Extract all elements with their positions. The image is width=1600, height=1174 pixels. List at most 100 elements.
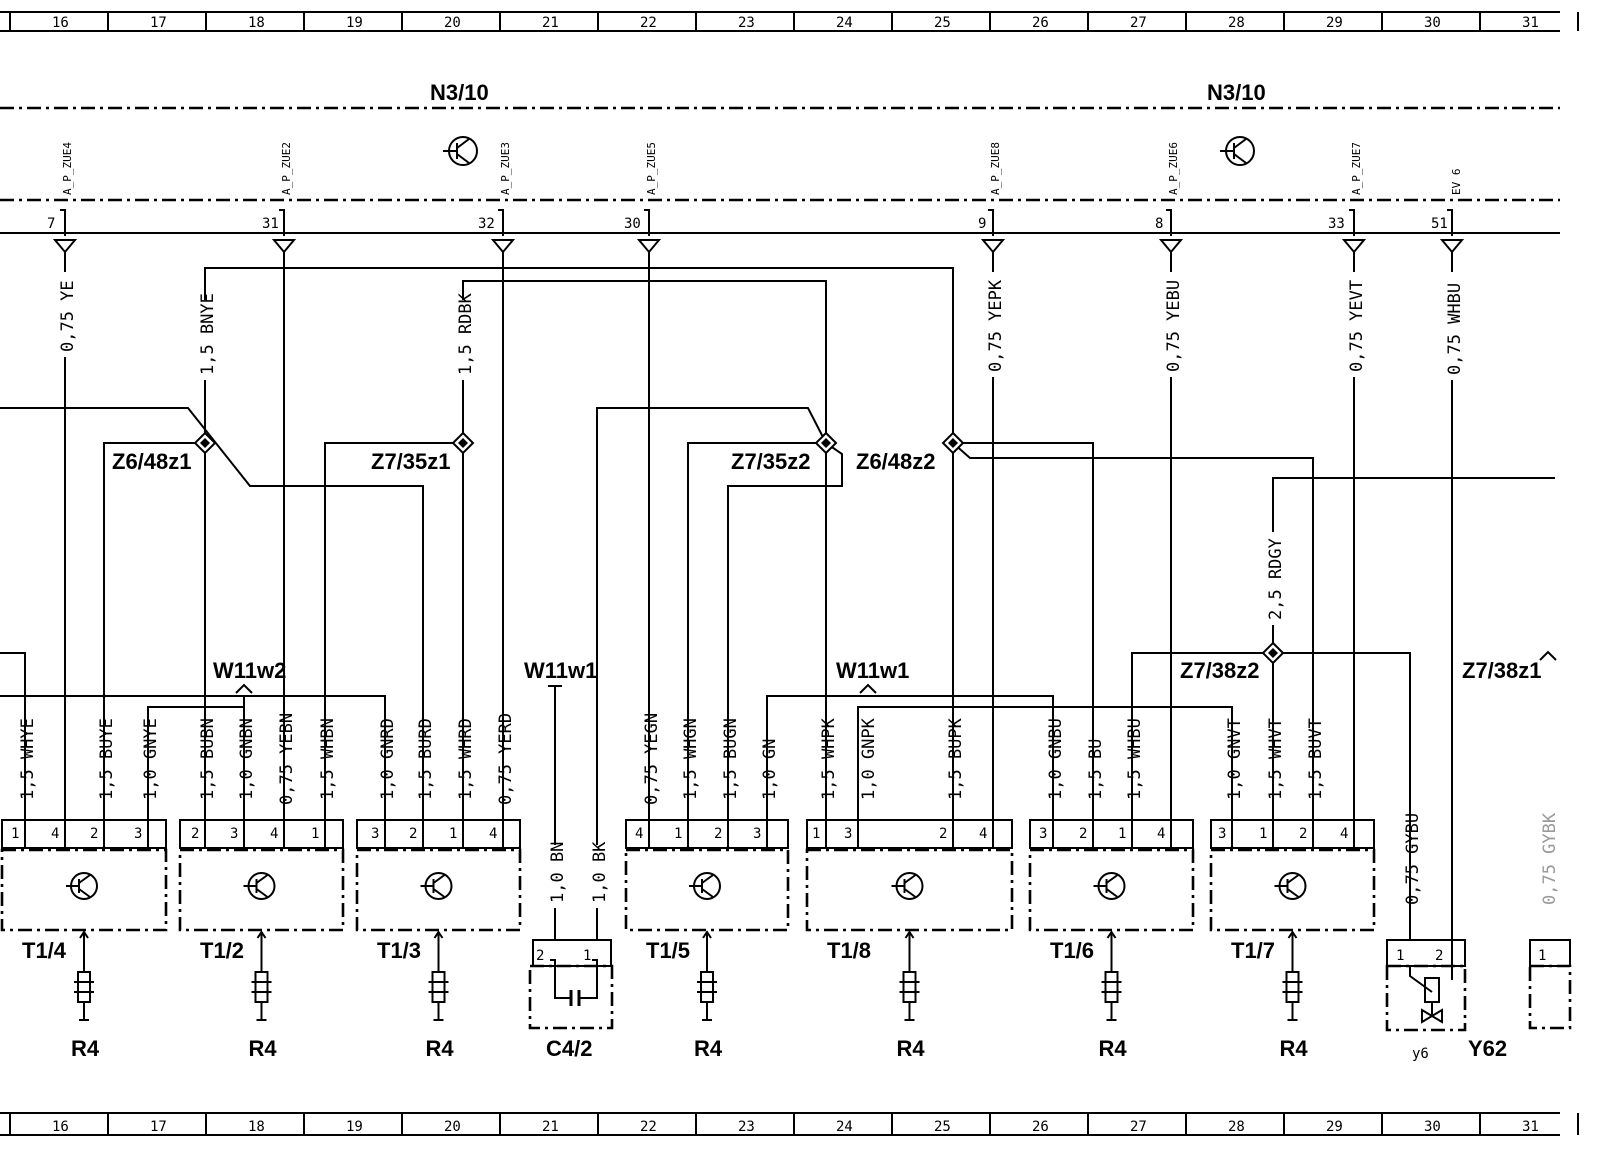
resistor-r4-icon — [1101, 930, 1122, 1021]
coil-wire-labels: 1,5 WHYE 1,5 BUYE 1,0 GNYE 1,5 BUBN 1,0 … — [18, 713, 1326, 805]
pin-number: 3 — [134, 826, 142, 842]
component-label: T1/3 — [377, 938, 421, 963]
connector-pin: A_P_ZUE2 31 — [262, 142, 297, 820]
resistor-r4-icon — [1282, 930, 1303, 1021]
wire-label: 1,0 GNRD — [378, 718, 398, 800]
splice-z7-38z1: Z7/38z1 — [1462, 650, 1557, 683]
wire-label: 1,0 GNBN — [237, 718, 257, 800]
pin-number: 4 — [489, 826, 497, 842]
pin-number: 2 — [191, 826, 199, 842]
ruler-label: 23 — [738, 15, 755, 31]
splices: Z6/48z1 Z7/35z1 Z7/35z2 Z6/48z2 Z7/38z2 — [0, 431, 1557, 820]
coil-body — [0, 848, 168, 932]
pin-number: 4 — [1157, 826, 1165, 842]
ruler-label: 16 — [52, 1119, 69, 1135]
splice-label: Z7/38z2 — [1180, 658, 1260, 683]
ruler-label: 28 — [1228, 1119, 1245, 1135]
ruler-label: 31 — [1522, 1119, 1539, 1135]
signal-label: EV 6 — [1450, 169, 1463, 196]
wire-label: 1,5 BUGN — [721, 718, 741, 800]
valve-y62: 0,75 GYBU 1 2 y6 Y62 — [1385, 813, 1507, 1062]
ruler-label: 17 — [150, 1119, 167, 1135]
connector-pin: EV 6 51 0,75 WHBU — [1431, 169, 1465, 965]
coil-body — [1028, 848, 1195, 932]
ruler-label: 24 — [836, 1119, 853, 1135]
splice-z7-35z1: Z7/35z1 — [324, 431, 475, 820]
ruler-label: 30 — [1424, 1119, 1441, 1135]
riser-wires: 1,5 BNYE 1,5 RDBK 2,5 RDGY — [0, 267, 1555, 820]
transistor-symbol-icon — [1274, 872, 1307, 900]
harness-w11w1: W11w1 — [766, 658, 1233, 820]
pin-number: 4 — [1340, 826, 1348, 842]
component-label: R4 — [694, 1036, 723, 1061]
ruler-label: 29 — [1326, 15, 1343, 31]
signal-label: A_P_ZUE3 — [499, 142, 512, 195]
harness-label: W11w1 — [524, 658, 597, 683]
wire-label: 1,0 BN — [548, 842, 568, 903]
pin-number: 2 — [1079, 826, 1087, 842]
resistor-r4-icon — [251, 930, 272, 1021]
pin-number: 3 — [753, 826, 761, 842]
wire-label: 1,0 BK — [590, 841, 610, 903]
wire-label: 1,5 WHBU — [1125, 718, 1145, 800]
pin-number: 3 — [1218, 826, 1226, 842]
resistor-r4-icon — [697, 930, 717, 1021]
connector-pin: A_P_ZUE4 7 0,75 YE — [47, 142, 78, 820]
pin-number: 2 — [714, 826, 722, 842]
wire-label: 1,0 GNPK — [859, 717, 879, 800]
component-label: T1/6 — [1050, 938, 1094, 963]
component-label: R4 — [249, 1036, 278, 1061]
wire-label: 1,5 WHPK — [819, 717, 839, 800]
coil-body — [355, 848, 522, 932]
resistor-r4-icon — [74, 930, 94, 1021]
transistor-symbol-icon — [689, 872, 721, 900]
pin-number: 1 — [1396, 948, 1404, 964]
ruler-label: 20 — [444, 15, 461, 31]
connector-housing — [1, 819, 167, 849]
ruler-label: 26 — [1032, 1119, 1049, 1135]
ruler-label: 17 — [150, 15, 167, 31]
pin-number: 1 — [311, 826, 319, 842]
wire-label: 0,75 YERD — [496, 713, 516, 805]
connector-housing — [356, 819, 521, 849]
connector-housing — [1029, 819, 1194, 849]
pin-number: 30 — [624, 216, 641, 232]
resistor-r4-icon — [428, 930, 449, 1021]
ruler-label: 23 — [738, 1119, 755, 1135]
connector-housing — [1210, 819, 1375, 849]
connector-pin: A_P_ZUE8 9 0,75 YEPK — [978, 142, 1006, 820]
component-label: C4/2 — [546, 1036, 592, 1061]
pin-number: 2 — [409, 826, 417, 842]
wire-label: 1,5 BURD — [416, 718, 436, 800]
wire-label: 0,75 YEBU — [1164, 280, 1184, 372]
component-label: Y62 — [1468, 1036, 1507, 1061]
component-label: R4 — [1280, 1036, 1309, 1061]
wire-label: 1,5 WHBN — [318, 718, 338, 800]
unit-label-right: N3/10 — [1207, 80, 1266, 105]
wire-label: 1,5 BNYE — [198, 293, 218, 375]
component-label: T1/5 — [646, 938, 690, 963]
pin-number: 2 — [536, 948, 544, 964]
ruler-label: 19 — [346, 15, 363, 31]
signal-label: A_P_ZUE6 — [1167, 142, 1180, 195]
transistor-symbol-icon — [891, 872, 924, 900]
pin-number: 1 — [1118, 826, 1126, 842]
splice-label: Z7/38z1 — [1462, 658, 1542, 683]
top-connector-pins: A_P_ZUE4 7 0,75 YE A_P_ZUE2 31 A_P_ZUE3 … — [47, 142, 1465, 965]
wire-label: 0,75 WHBU — [1445, 283, 1465, 375]
harness-label: W11w2 — [213, 658, 286, 683]
ruler-label: 28 — [1228, 15, 1245, 31]
pin-number: 9 — [978, 216, 986, 232]
pin-number: 31 — [262, 216, 279, 232]
ruler-label: 31 — [1522, 15, 1539, 31]
component-label: R4 — [897, 1036, 926, 1061]
ruler-label: 29 — [1326, 1119, 1343, 1135]
ruler-label: 20 — [444, 1119, 461, 1135]
pin-number: 51 — [1431, 216, 1448, 232]
wire-label: 1,0 GNYE — [141, 718, 161, 800]
